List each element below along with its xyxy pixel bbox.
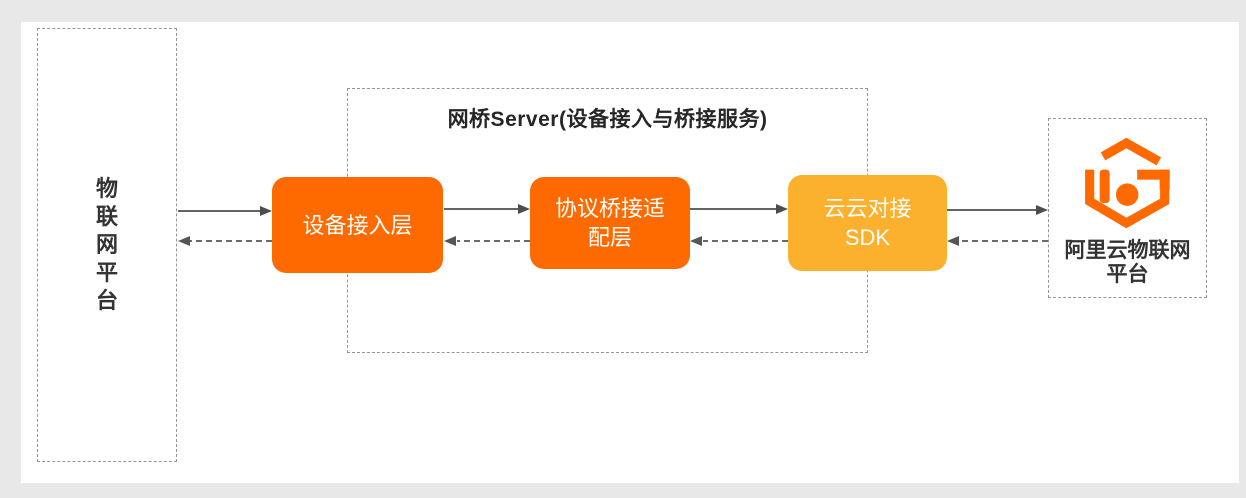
iot-platform-label: 物 联 网 平 台 <box>96 175 118 315</box>
aliyun-iot-platform-container: 阿里云物联网 平台 <box>1048 118 1207 298</box>
node-protocol-label-line1: 协议桥接适 <box>554 196 665 221</box>
node-sdk-label-line2: SDK <box>844 225 891 250</box>
node-cloud-cloud-sdk: 云云对接 SDK <box>788 175 947 271</box>
node-sdk-label-line1: 云云对接 <box>823 196 912 221</box>
aliyun-label-line2: 平台 <box>1106 263 1149 286</box>
aliyun-iot-platform-label: 阿里云物联网 平台 <box>1065 239 1191 287</box>
iot-platform-label-char: 网 <box>95 232 118 257</box>
logo-letter-o-dot <box>1115 183 1138 206</box>
node-protocol-bridge-adapter-layer: 协议桥接适 配层 <box>530 177 690 269</box>
logo-letter-t-hook <box>1159 169 1170 190</box>
iot-platform-label-char: 物 <box>95 176 118 201</box>
iot-platform-label-char: 台 <box>95 288 118 313</box>
logo-letter-t-bar <box>1136 169 1170 180</box>
bridge-server-title: 网桥Server(设备接入与桥接服务) <box>447 108 768 131</box>
node-protocol-label-line2: 配层 <box>587 225 632 250</box>
aliyun-label-line1: 阿里云物联网 <box>1064 239 1191 262</box>
iot-platform-label-char: 平 <box>95 260 118 285</box>
logo-letter-i <box>1099 169 1110 203</box>
node-device-access-label: 设备接入层 <box>302 212 413 238</box>
node-device-access-layer: 设备接入层 <box>272 177 443 273</box>
aliyun-iot-logo-icon <box>1084 137 1170 229</box>
iot-platform-container: 物 联 网 平 台 <box>37 28 177 462</box>
iot-platform-label-char: 联 <box>95 204 118 229</box>
